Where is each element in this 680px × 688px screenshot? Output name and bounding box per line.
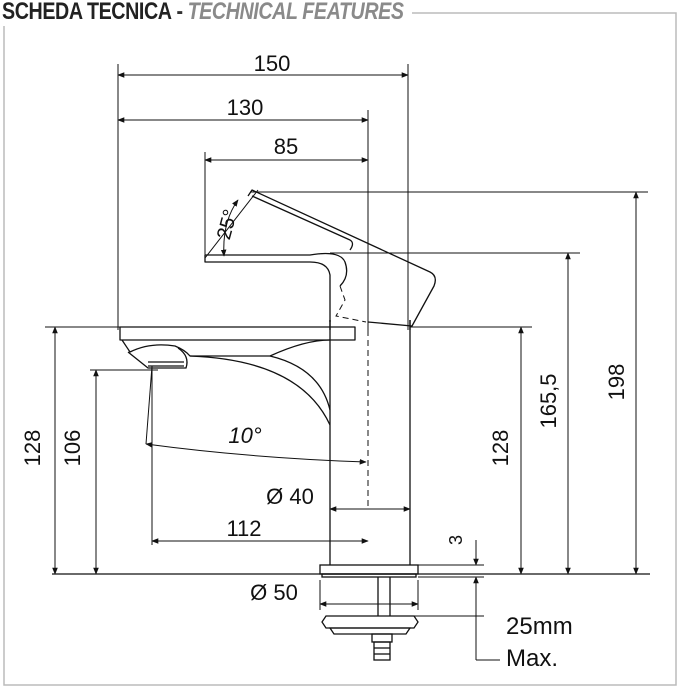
dim-width-lever [204, 152, 369, 262]
dim-height-lever-label: 165,5 [536, 373, 561, 428]
dim-height-aerator [90, 369, 158, 575]
dim-height-total-label: 198 [604, 364, 629, 401]
dim-height-spout-right [410, 326, 532, 575]
dim-base-thickness-label: 3 [446, 535, 466, 545]
title-subtitle: TECHNICAL FEATURES [187, 0, 404, 25]
dim-spout-angle [145, 365, 367, 545]
title-separator: - [176, 0, 183, 25]
dim-diameter-base-label: Ø 50 [250, 580, 298, 605]
dim-deck-max [414, 600, 500, 661]
dim-base-thickness [418, 540, 484, 600]
dim-height-total [250, 191, 648, 575]
dim-diameter-body-label: Ø 40 [266, 484, 314, 509]
dim-width-body-label: 130 [227, 95, 264, 120]
dim-width-body [117, 110, 369, 330]
dim-deck-max-label: 25mm [506, 613, 573, 640]
dim-spout-angle-label: 10° [228, 423, 261, 448]
dim-height-spout-right-label: 128 [488, 430, 513, 467]
dim-lever-angle-label: 25° [213, 207, 242, 242]
dim-height-spout-left-label: 128 [20, 430, 45, 467]
dim-width-total-label: 150 [254, 51, 291, 76]
faucet-base [319, 564, 419, 661]
dim-height-spout-left [45, 326, 130, 575]
dim-spout-reach-label: 112 [226, 516, 261, 541]
dim-deck-max-suffix: Max. [506, 645, 558, 672]
dim-width-lever-label: 85 [274, 134, 298, 159]
title-main: SCHEDA TECNICA [2, 0, 172, 25]
page-border [3, 12, 677, 686]
dim-width-total [117, 64, 409, 330]
faucet-hidden-lines [335, 285, 369, 510]
dim-height-lever [330, 252, 580, 575]
dim-height-aerator-label: 106 [60, 430, 85, 467]
dim-diameter-base [319, 580, 419, 610]
page-title: SCHEDA TECNICA - TECHNICAL FEATURES [2, 0, 411, 26]
faucet-outline [119, 189, 436, 565]
dim-lever-angle [204, 189, 259, 259]
